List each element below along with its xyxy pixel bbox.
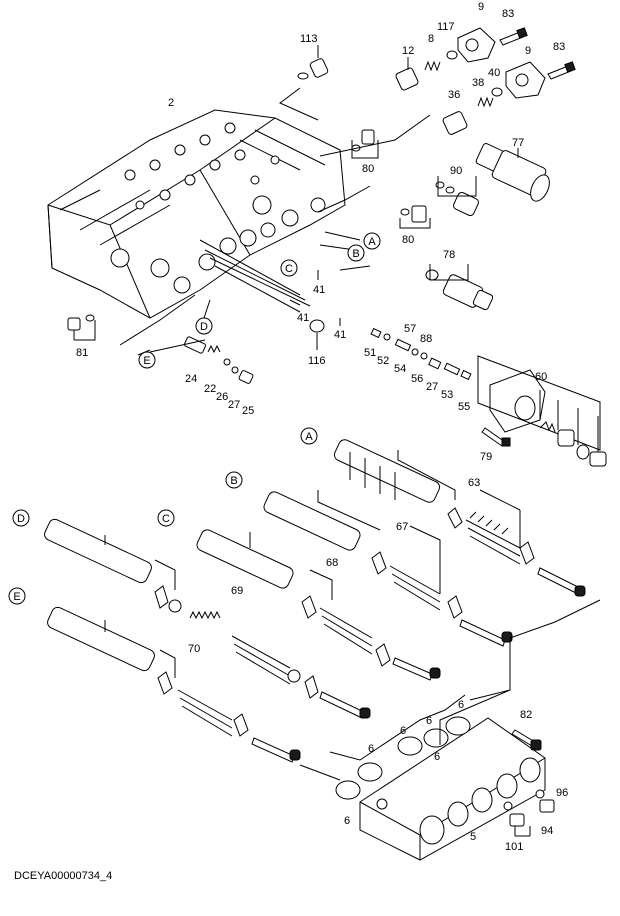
label-40: 40 [488, 67, 500, 79]
label-6-d: 6 [368, 743, 374, 755]
callout-a-spool: A [300, 427, 318, 445]
svg-text:E: E [143, 355, 150, 367]
spool-a-assembly [397, 450, 586, 597]
label-25: 25 [242, 405, 254, 417]
middle-small-parts [67, 270, 607, 467]
label-96: 96 [556, 787, 568, 799]
spool-c [196, 529, 294, 589]
label-6-a: 6 [400, 725, 406, 737]
label-101: 101 [505, 841, 523, 853]
label-2: 2 [168, 97, 174, 109]
label-6-b: 6 [426, 715, 432, 727]
label-5: 5 [470, 831, 476, 843]
label-90: 90 [450, 165, 462, 177]
label-22: 22 [204, 383, 216, 395]
spool-b-assembly [317, 490, 513, 647]
label-80-upper: 80 [362, 163, 374, 175]
label-78: 78 [443, 249, 455, 261]
label-83-lower: 83 [553, 41, 565, 53]
label-8: 8 [428, 33, 434, 45]
spool-b [263, 491, 361, 551]
label-116: 116 [308, 355, 326, 367]
svg-text:D: D [200, 321, 208, 333]
label-52: 52 [377, 355, 389, 367]
svg-text:D: D [17, 513, 25, 525]
label-68: 68 [326, 557, 338, 569]
svg-text:E: E [13, 591, 20, 603]
label-77: 77 [512, 137, 524, 149]
label-6-f: 6 [434, 751, 440, 763]
callout-c-spool: C [157, 509, 175, 527]
svg-text:A: A [305, 431, 313, 443]
cover-5 [359, 717, 546, 861]
label-27-right: 27 [426, 381, 438, 393]
part-number-labels: 113 117 9 83 12 8 9 83 40 38 36 2 77 80 … [76, 1, 568, 853]
label-36: 36 [448, 89, 460, 101]
label-57: 57 [404, 323, 416, 335]
label-69: 69 [231, 585, 243, 597]
label-38: 38 [472, 77, 484, 89]
svg-text:A: A [368, 236, 376, 248]
top-right-parts [297, 27, 576, 311]
label-60: 60 [535, 371, 547, 383]
label-117: 117 [437, 21, 455, 33]
label-79: 79 [480, 451, 492, 463]
label-70: 70 [188, 643, 200, 655]
label-54: 54 [394, 363, 406, 375]
label-9-upper: 9 [478, 1, 484, 13]
svg-text:B: B [352, 248, 359, 260]
spool-d [44, 518, 152, 584]
callout-d-top: D [195, 317, 213, 335]
label-113: 113 [300, 33, 318, 45]
leader-lines [119, 87, 601, 781]
label-53: 53 [441, 389, 453, 401]
label-41-b: 41 [297, 312, 309, 324]
spool-d-assembly [104, 535, 371, 719]
callout-d-spool: D [12, 509, 30, 527]
callout-b-top: B [347, 244, 365, 262]
label-6-e: 6 [344, 815, 350, 827]
label-12: 12 [402, 45, 414, 57]
label-41-a: 41 [313, 284, 325, 296]
callout-a-top: A [363, 232, 381, 250]
label-81: 81 [76, 347, 88, 359]
label-67: 67 [396, 521, 408, 533]
label-56: 56 [411, 373, 423, 385]
svg-text:C: C [162, 513, 170, 525]
label-80-lower: 80 [402, 234, 414, 246]
callout-e-spool: E [8, 587, 26, 605]
callout-c-top: C [280, 259, 298, 277]
callout-b-spool: B [225, 471, 243, 489]
spool-a [333, 439, 441, 503]
svg-text:C: C [285, 263, 293, 275]
label-51: 51 [364, 347, 376, 359]
svg-text:B: B [230, 475, 237, 487]
o-rings-6 [335, 716, 471, 800]
spool-e-assembly [104, 620, 301, 763]
document-code: DCEYA00000734_4 [14, 870, 113, 882]
solenoid-77 [475, 143, 550, 202]
label-55: 55 [458, 401, 470, 413]
label-63: 63 [468, 477, 480, 489]
label-24: 24 [185, 373, 197, 385]
control-valve-body [47, 109, 346, 319]
label-83-upper: 83 [502, 8, 514, 20]
label-6-c: 6 [458, 699, 464, 711]
label-26: 26 [216, 391, 228, 403]
label-27-left: 27 [228, 399, 240, 411]
housing-60 [477, 355, 607, 467]
label-41-c: 41 [334, 329, 346, 341]
label-88: 88 [420, 333, 432, 345]
label-9-lower: 9 [525, 45, 531, 57]
label-82: 82 [520, 709, 532, 721]
label-94: 94 [541, 825, 553, 837]
callout-e-top: E [138, 351, 156, 369]
spool-e [47, 606, 155, 672]
spool-c-assembly [249, 532, 441, 681]
